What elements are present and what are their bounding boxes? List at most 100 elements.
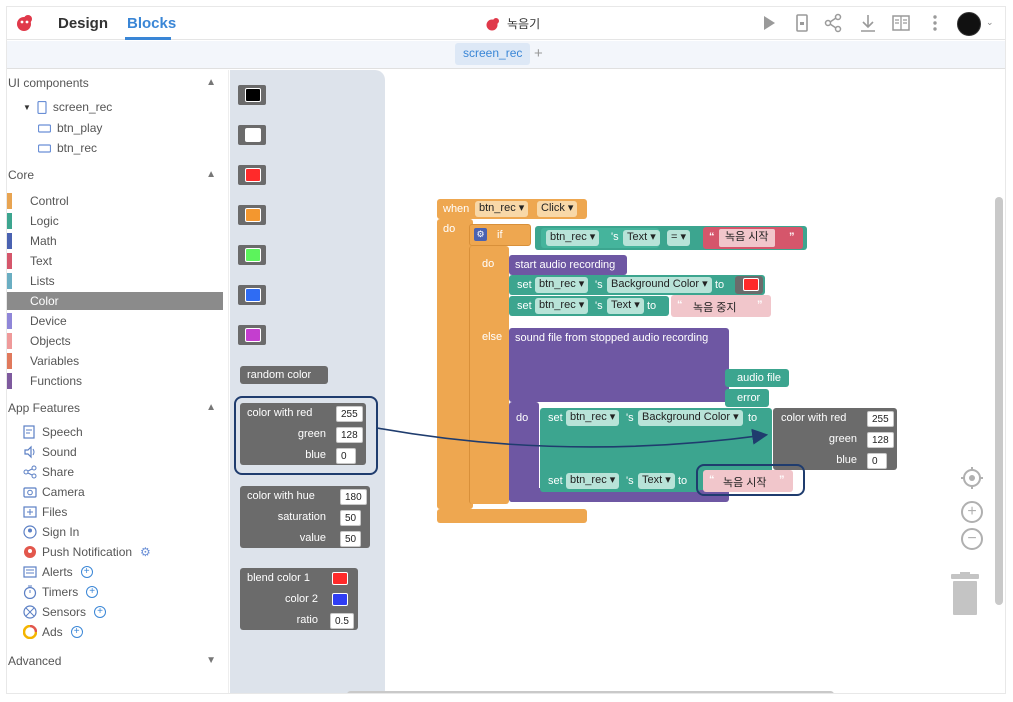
set-text-block[interactable]: set btn_rec ▾ 's Text ▾ to xyxy=(509,296,669,316)
feature-speech[interactable]: Speech xyxy=(23,425,83,439)
color-swatch-block[interactable] xyxy=(238,325,266,345)
color-swatch-block[interactable] xyxy=(238,165,266,185)
color-with-red-block-ws[interactable]: color with red green blue 255 128 0 xyxy=(773,408,897,470)
logic-compare-block[interactable]: btn_rec ▾ 's Text ▾ = ▾ “ 녹음 시작 ” xyxy=(535,226,807,250)
tab-design[interactable]: Design xyxy=(58,15,109,32)
user-avatar[interactable] xyxy=(957,12,981,36)
core-category-lists[interactable]: Lists xyxy=(7,272,223,290)
color-swatch-block[interactable] xyxy=(238,205,266,225)
property-dropdown[interactable]: Text ▾ xyxy=(607,298,644,314)
component-dropdown[interactable]: btn_rec ▾ xyxy=(535,298,589,314)
component-dropdown[interactable]: btn_rec ▾ xyxy=(566,473,620,489)
tree-item-btn-play[interactable]: btn_play xyxy=(38,121,102,135)
chevron-down-icon[interactable]: ▼ xyxy=(206,655,216,666)
device-icon[interactable] xyxy=(792,13,812,33)
property-dropdown[interactable]: Text ▾ xyxy=(638,473,675,489)
advanced-header[interactable]: Advanced xyxy=(8,654,62,668)
blend-color-block[interactable]: blend color 1 color 2 ratio 0.5 xyxy=(240,568,358,630)
green-value[interactable]: 128 xyxy=(867,432,894,448)
gear-icon[interactable]: ⚙ xyxy=(474,228,487,241)
feature-files[interactable]: Files xyxy=(23,505,67,519)
blue-value[interactable]: 0 xyxy=(336,448,356,464)
core-category-control[interactable]: Control xyxy=(7,192,223,210)
feature-camera[interactable]: Camera xyxy=(23,485,85,499)
feature-share[interactable]: Share xyxy=(23,465,74,479)
feature-sensors[interactable]: Sensors+ xyxy=(23,605,107,619)
hue-value[interactable]: 180 xyxy=(340,489,367,505)
share-icon[interactable] xyxy=(823,13,843,33)
core-category-functions[interactable]: Functions xyxy=(7,372,223,390)
get-property-block[interactable]: btn_rec ▾ 's Text ▾ xyxy=(541,228,660,248)
tree-item-screen-rec[interactable]: ▼ screen_rec xyxy=(23,100,112,114)
text-string-block-2[interactable]: “ 녹음 시작 ” xyxy=(703,470,793,492)
component-dropdown[interactable]: btn_rec ▾ xyxy=(566,410,620,426)
zoom-in-button[interactable]: + xyxy=(961,501,983,523)
event-dropdown[interactable]: Click ▾ xyxy=(537,201,578,217)
zoom-out-button[interactable]: − xyxy=(961,528,983,550)
set-text-block-2[interactable]: set btn_rec ▾ 's Text ▾ to xyxy=(540,470,700,492)
blocks-workspace[interactable]: when btn_rec ▾ Click ▾ do ⚙ if do else b… xyxy=(385,70,1005,693)
tree-item-btn-rec[interactable]: btn_rec xyxy=(38,141,97,155)
color-swatch[interactable] xyxy=(743,278,759,291)
app-logo-icon[interactable] xyxy=(15,13,35,33)
core-header[interactable]: Core xyxy=(8,168,35,182)
feature-ads[interactable]: Ads+ xyxy=(23,625,83,639)
red-value[interactable]: 255 xyxy=(867,411,894,427)
string-value[interactable]: 녹음 시작 xyxy=(719,229,775,247)
property-dropdown[interactable]: Text ▾ xyxy=(623,230,660,246)
core-category-logic[interactable]: Logic xyxy=(7,212,223,230)
ui-components-header[interactable]: UI components xyxy=(8,76,89,90)
core-category-math[interactable]: Math xyxy=(7,232,223,250)
feature-push-notification[interactable]: Push Notification⚙ xyxy=(23,545,151,559)
value-value[interactable]: 50 xyxy=(340,531,362,547)
operator-dropdown[interactable]: = ▾ xyxy=(667,230,691,246)
horizontal-scrollbar[interactable] xyxy=(347,691,834,693)
core-category-variables[interactable]: Variables xyxy=(7,352,223,370)
more-icon[interactable] xyxy=(925,13,945,33)
green-value[interactable]: 128 xyxy=(336,427,363,443)
book-icon[interactable] xyxy=(891,13,911,33)
center-icon[interactable] xyxy=(960,466,984,490)
color-swatch-block[interactable] xyxy=(238,245,266,265)
text-string-block[interactable]: “ 녹음 시작 ” xyxy=(703,227,803,249)
audio-file-param[interactable]: audio file xyxy=(725,369,789,387)
property-dropdown[interactable]: Background Color ▾ xyxy=(638,410,743,426)
component-dropdown[interactable]: btn_rec ▾ xyxy=(546,230,600,246)
feature-sign-in[interactable]: Sign In xyxy=(23,525,79,539)
feature-sound[interactable]: Sound xyxy=(23,445,77,459)
sound-file-recorded-block[interactable]: sound file from stopped audio recording xyxy=(509,328,729,402)
event-component-dropdown[interactable]: btn_rec ▾ xyxy=(475,201,529,217)
core-category-text[interactable]: Text xyxy=(7,252,223,270)
core-category-color[interactable]: Color xyxy=(7,292,223,310)
blend-color1-swatch[interactable] xyxy=(332,572,348,585)
add-screen-button[interactable]: + xyxy=(534,45,543,62)
chevron-up-icon[interactable]: ▲ xyxy=(206,402,216,413)
when-click-event-block[interactable]: when btn_rec ▾ Click ▾ xyxy=(437,199,587,219)
core-category-objects[interactable]: Objects xyxy=(7,332,223,350)
set-background-color-block[interactable]: set btn_rec ▾ 's Background Color ▾ to xyxy=(509,275,765,295)
add-icon[interactable]: + xyxy=(86,586,99,598)
trash-icon[interactable] xyxy=(949,572,981,616)
gear-icon[interactable]: ⚙ xyxy=(140,545,151,559)
add-icon[interactable]: + xyxy=(94,606,107,618)
blue-value[interactable]: 0 xyxy=(867,453,887,469)
color-swatch-block[interactable] xyxy=(238,85,266,105)
random-color-block[interactable]: random color xyxy=(240,366,328,384)
ratio-value[interactable]: 0.5 xyxy=(330,613,354,629)
string-value[interactable]: 녹음 중지 xyxy=(693,302,737,314)
feature-alerts[interactable]: Alerts+ xyxy=(23,565,93,579)
core-category-device[interactable]: Device xyxy=(7,312,223,330)
color-with-hue-block[interactable]: color with hue saturation value 180 50 5… xyxy=(240,486,370,548)
chevron-up-icon[interactable]: ▲ xyxy=(206,77,216,88)
add-icon[interactable]: + xyxy=(70,626,83,638)
color-block[interactable] xyxy=(735,276,763,294)
color-swatch-block[interactable] xyxy=(238,125,266,145)
blend-color2-swatch[interactable] xyxy=(332,593,348,606)
if-block[interactable]: ⚙ if xyxy=(469,224,531,246)
component-dropdown[interactable]: btn_rec ▾ xyxy=(535,277,589,293)
red-value[interactable]: 255 xyxy=(336,406,363,422)
chevron-down-icon[interactable]: ⌄ xyxy=(986,17,994,27)
property-dropdown[interactable]: Background Color ▾ xyxy=(607,277,712,293)
start-audio-recording-block[interactable]: start audio recording xyxy=(509,255,627,275)
app-features-header[interactable]: App Features xyxy=(8,401,81,415)
